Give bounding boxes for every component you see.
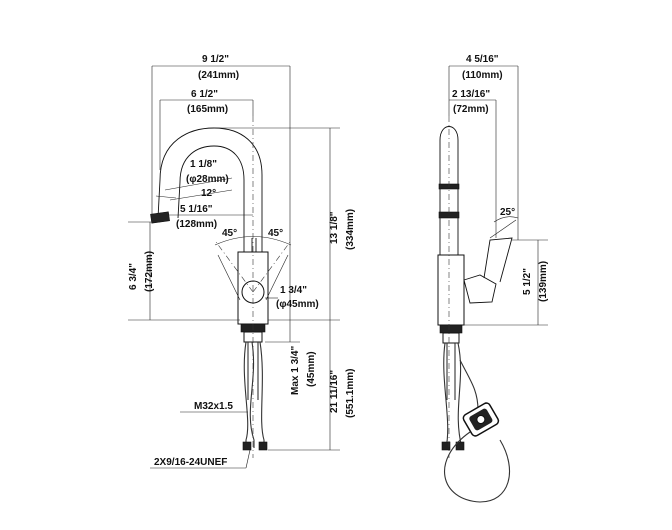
dim-spout-height-mm: (172mm) — [144, 251, 155, 292]
spray-head — [150, 211, 170, 224]
dim-spout-dia: 1 1/8" — [190, 159, 217, 170]
dim-width-total: 9 1/2" — [202, 54, 229, 65]
dim-depth-offset-mm: (72mm) — [453, 104, 489, 115]
dim-base-dia-mm: (φ45mm) — [276, 299, 319, 310]
dim-handle-height-mm: (139mm) — [538, 261, 549, 302]
dim-depth-offset: 2 13/16" — [452, 89, 490, 100]
side-view: 4 5/16" (110mm) 2 13/16" (72mm) 25° 5 1/… — [437, 54, 549, 503]
dim-spout-to-handle: 5 1/16" — [180, 204, 213, 215]
dim-handle-angle-left: 45° — [222, 228, 237, 239]
spray-weight — [462, 402, 500, 437]
side-handle — [483, 237, 513, 283]
dim-width-total-mm: (241mm) — [198, 70, 239, 81]
dim-base-dia: 1 3/4" — [280, 285, 307, 296]
label-thread: M32x1.5 — [194, 401, 233, 412]
dim-spout-angle: 12° — [201, 188, 216, 199]
dim-overall-length-mm: (551.1mm) — [345, 369, 356, 418]
dim-depth-total-mm: (110mm) — [462, 70, 503, 81]
dim-spout-height: 6 3/4" — [128, 263, 139, 290]
dim-handle-angle: 25° — [500, 207, 515, 218]
dim-total-height: 13 1/8" — [329, 211, 340, 244]
spout-arc-inner — [177, 145, 245, 255]
dim-reach-mm: (165mm) — [187, 104, 228, 115]
dim-spout-to-handle-mm: (128mm) — [176, 219, 217, 230]
dim-deck-max: Max 1 3/4" — [290, 346, 301, 395]
dim-reach: 6 1/2" — [191, 89, 218, 100]
dim-spout-dia-mm: (φ28mm) — [186, 174, 229, 185]
dim-overall-length: 21 11/16" — [329, 370, 340, 413]
dim-depth-total: 4 5/16" — [466, 54, 499, 65]
dim-handle-angle-right: 45° — [268, 228, 283, 239]
side-body — [437, 254, 465, 326]
dim-handle-height: 5 1/2" — [522, 268, 533, 295]
label-hose-thread: 2X9/16-24UNEF — [154, 457, 227, 468]
side-spout — [439, 126, 459, 255]
dim-total-height-mm: (334mm) — [345, 209, 356, 250]
dim-deck-max-mm: (45mm) — [306, 351, 317, 387]
front-view: 9 1/2" (241mm) 6 1/2" (165mm) 1 1/8" (φ2… — [128, 54, 356, 469]
